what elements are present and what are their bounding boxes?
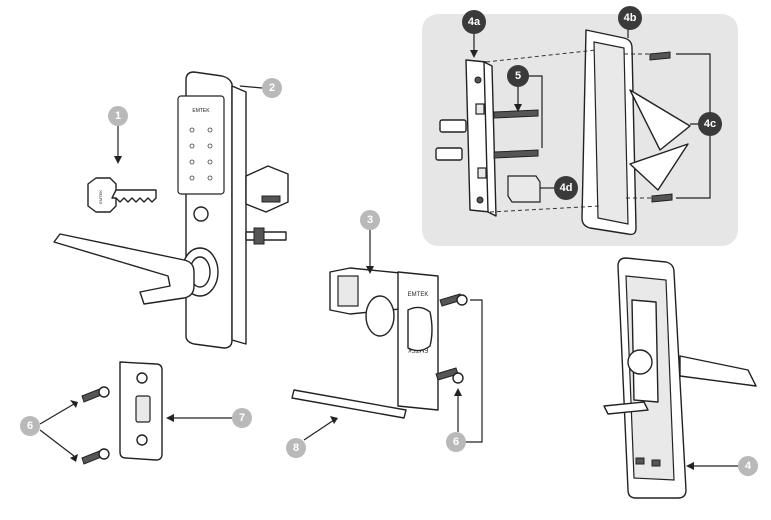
inset-screw-5-bottom [493, 149, 539, 159]
inset-escutcheon-cover [581, 29, 691, 236]
interior-escutcheon [603, 257, 757, 499]
latch-screw-top [439, 293, 468, 307]
key-brand-mark: EMTEK [98, 190, 103, 204]
mounting-plate [435, 59, 497, 217]
latch-screw-bottom [435, 367, 464, 384]
callout-4b: 4b [618, 6, 642, 30]
callout-4: 4 [738, 456, 758, 476]
strike-screw-top [81, 386, 110, 403]
callout-7-label: 7 [239, 412, 245, 424]
key: EMTEK [87, 177, 157, 213]
strike-screw-bottom [81, 448, 110, 465]
battery-block [507, 175, 541, 203]
callout-8: 8 [286, 438, 306, 458]
callout-4a-label: 4a [468, 16, 481, 28]
strike-plate [119, 361, 163, 461]
inset-screw-4c-top [649, 51, 671, 61]
exterior-lever-handle [53, 233, 195, 305]
callout-4-label: 4 [745, 460, 752, 472]
callout-1-label: 1 [115, 110, 121, 122]
callout-5: 5 [507, 65, 529, 87]
callout-4d-label: 4d [560, 182, 573, 194]
callout-4b-label: 4b [624, 12, 637, 24]
callout-5-label: 5 [515, 70, 521, 82]
callout-8-label: 8 [293, 442, 299, 454]
exterior-keypad-assembly: EMTEK [177, 71, 289, 349]
callout-7: 7 [232, 408, 252, 428]
latch-assembly: EMTEK EMTEK [329, 267, 439, 411]
callout-1: 1 [108, 106, 128, 126]
callout-4c-label: 4c [704, 118, 716, 130]
callout-6-left: 6 [20, 416, 40, 436]
callout-3-label: 3 [367, 214, 373, 226]
latch-brand-mark-top: EMTEK [408, 292, 429, 298]
keypad-brand-mark: EMTEK [192, 108, 210, 114]
spindle-bar [291, 389, 407, 419]
inset-screw-4c-bottom [651, 193, 673, 203]
callout-4a: 4a [462, 10, 486, 34]
callout-4c: 4c [698, 112, 722, 136]
callout-6-right-label: 6 [453, 436, 459, 448]
callout-3: 3 [360, 210, 380, 230]
inset-screw-5-top [493, 109, 539, 119]
callout-4d: 4d [554, 176, 578, 200]
callout-2: 2 [262, 78, 282, 98]
callout-6-right: 6 [446, 432, 466, 452]
callout-6-left-label: 6 [27, 420, 33, 432]
callout-2-label: 2 [269, 82, 275, 94]
